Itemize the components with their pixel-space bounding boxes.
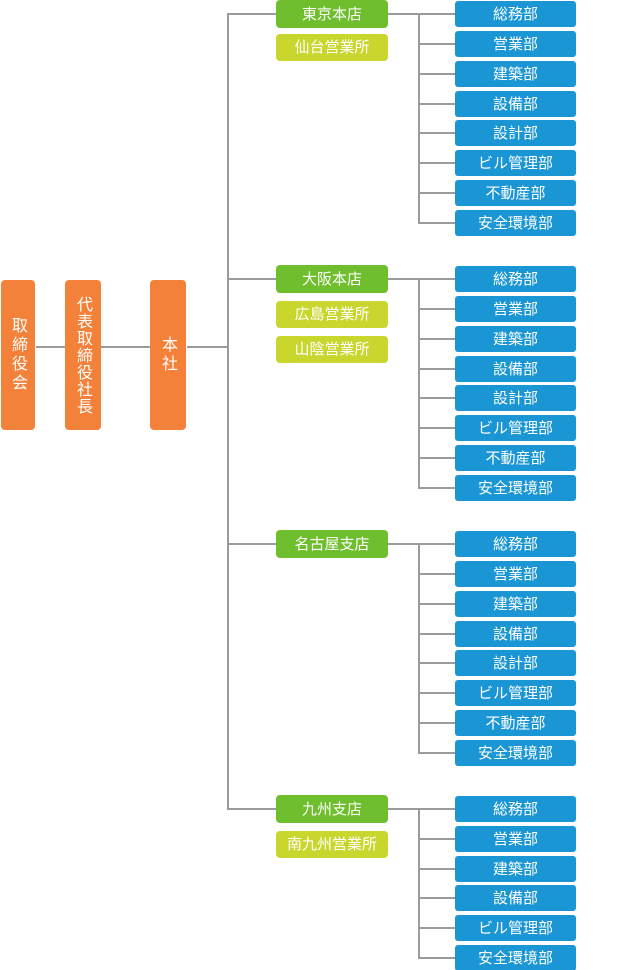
connector-nagoya-depts-top — [388, 543, 455, 545]
node-dept: ビル管理部 — [455, 915, 576, 941]
connector-osaka-dept-tick — [418, 368, 455, 370]
connector-tokyo-dept-tick — [418, 103, 455, 105]
node-dept: 営業部 — [455, 31, 576, 57]
connector-osaka-depts-spine — [418, 278, 420, 488]
connector-trunk-nagoya — [227, 543, 276, 545]
node-dept: 安全環境部 — [455, 740, 576, 766]
node-dept: 建築部 — [455, 326, 576, 352]
connector-tokyo-dept-tick — [418, 132, 455, 134]
node-dept: 営業部 — [455, 826, 576, 852]
connector-kyushu-dept-tick — [418, 927, 455, 929]
connector-tokyo-depts-spine — [418, 13, 420, 224]
connector-nagoya-dept-tick — [418, 603, 455, 605]
node-president: 代表取締役社長 — [65, 280, 101, 430]
node-dept: ビル管理部 — [455, 415, 576, 441]
connector-osaka-depts-top — [388, 278, 455, 280]
connector-trunk-osaka — [227, 278, 276, 280]
node-dept: 不動産部 — [455, 180, 576, 206]
connector-osaka-dept-tick — [418, 427, 455, 429]
connector-board-president — [36, 346, 65, 348]
node-sales-office-sanin: 山陰営業所 — [276, 336, 388, 363]
node-dept: ビル管理部 — [455, 680, 576, 706]
connector-tokyo-depts-top — [388, 13, 455, 15]
connector-nagoya-depts-spine — [418, 543, 420, 753]
node-dept: 建築部 — [455, 61, 576, 87]
connector-tokyo-dept-tick — [418, 192, 455, 194]
connector-tokyo-dept-tick — [418, 222, 455, 224]
connector-kyushu-dept-tick — [418, 897, 455, 899]
node-dept: 安全環境部 — [455, 210, 576, 236]
node-board-of-directors: 取締役会 — [1, 280, 35, 430]
connector-kyushu-depts-top — [388, 808, 455, 810]
connector-osaka-dept-tick — [418, 338, 455, 340]
node-dept: 建築部 — [455, 591, 576, 617]
connector-nagoya-dept-tick — [418, 633, 455, 635]
node-dept: ビル管理部 — [455, 150, 576, 176]
node-dept: 不動産部 — [455, 710, 576, 736]
node-dept: 安全環境部 — [455, 475, 576, 501]
connector-nagoya-dept-tick — [418, 573, 455, 575]
connector-osaka-dept-tick — [418, 397, 455, 399]
connector-osaka-dept-tick — [418, 487, 455, 489]
node-sales-office-hiroshima: 広島営業所 — [276, 301, 388, 328]
node-dept: 営業部 — [455, 561, 576, 587]
node-dept: 設備部 — [455, 885, 576, 911]
node-branch-tokyo: 東京本店 — [276, 0, 388, 28]
connector-tokyo-dept-tick — [418, 73, 455, 75]
connector-trunk-tokyo — [227, 13, 276, 15]
node-dept: 総務部 — [455, 796, 576, 822]
node-head-office: 本社 — [150, 280, 186, 430]
connector-tokyo-dept-tick — [418, 162, 455, 164]
node-sales-office-sendai: 仙台営業所 — [276, 34, 388, 61]
node-dept: 設計部 — [455, 120, 576, 146]
connector-kyushu-dept-tick — [418, 838, 455, 840]
node-dept: 総務部 — [455, 266, 576, 292]
connector-president-hq — [101, 346, 150, 348]
node-dept: 総務部 — [455, 531, 576, 557]
connector-kyushu-depts-spine — [418, 808, 420, 958]
connector-trunk-kyushu — [227, 808, 276, 810]
connector-kyushu-dept-tick — [418, 957, 455, 959]
connector-osaka-dept-tick — [418, 308, 455, 310]
connector-tokyo-dept-tick — [418, 43, 455, 45]
connector-hq-trunk — [187, 346, 227, 348]
node-branch-kyushu: 九州支店 — [276, 795, 388, 823]
connector-nagoya-dept-tick — [418, 752, 455, 754]
node-dept: 設備部 — [455, 356, 576, 382]
node-branch-nagoya: 名古屋支店 — [276, 530, 388, 558]
node-dept: 設備部 — [455, 621, 576, 647]
node-dept: 営業部 — [455, 296, 576, 322]
connector-nagoya-dept-tick — [418, 662, 455, 664]
node-dept: 設計部 — [455, 385, 576, 411]
node-dept: 不動産部 — [455, 445, 576, 471]
connector-nagoya-dept-tick — [418, 692, 455, 694]
connector-kyushu-dept-tick — [418, 868, 455, 870]
node-dept: 設計部 — [455, 650, 576, 676]
connector-nagoya-dept-tick — [418, 722, 455, 724]
node-branch-osaka: 大阪本店 — [276, 265, 388, 293]
node-dept: 総務部 — [455, 1, 576, 27]
node-dept: 建築部 — [455, 856, 576, 882]
connector-trunk — [227, 13, 229, 810]
node-dept: 安全環境部 — [455, 945, 576, 970]
node-sales-office-minami-kyushu: 南九州営業所 — [276, 831, 388, 858]
node-dept: 設備部 — [455, 91, 576, 117]
connector-osaka-dept-tick — [418, 457, 455, 459]
